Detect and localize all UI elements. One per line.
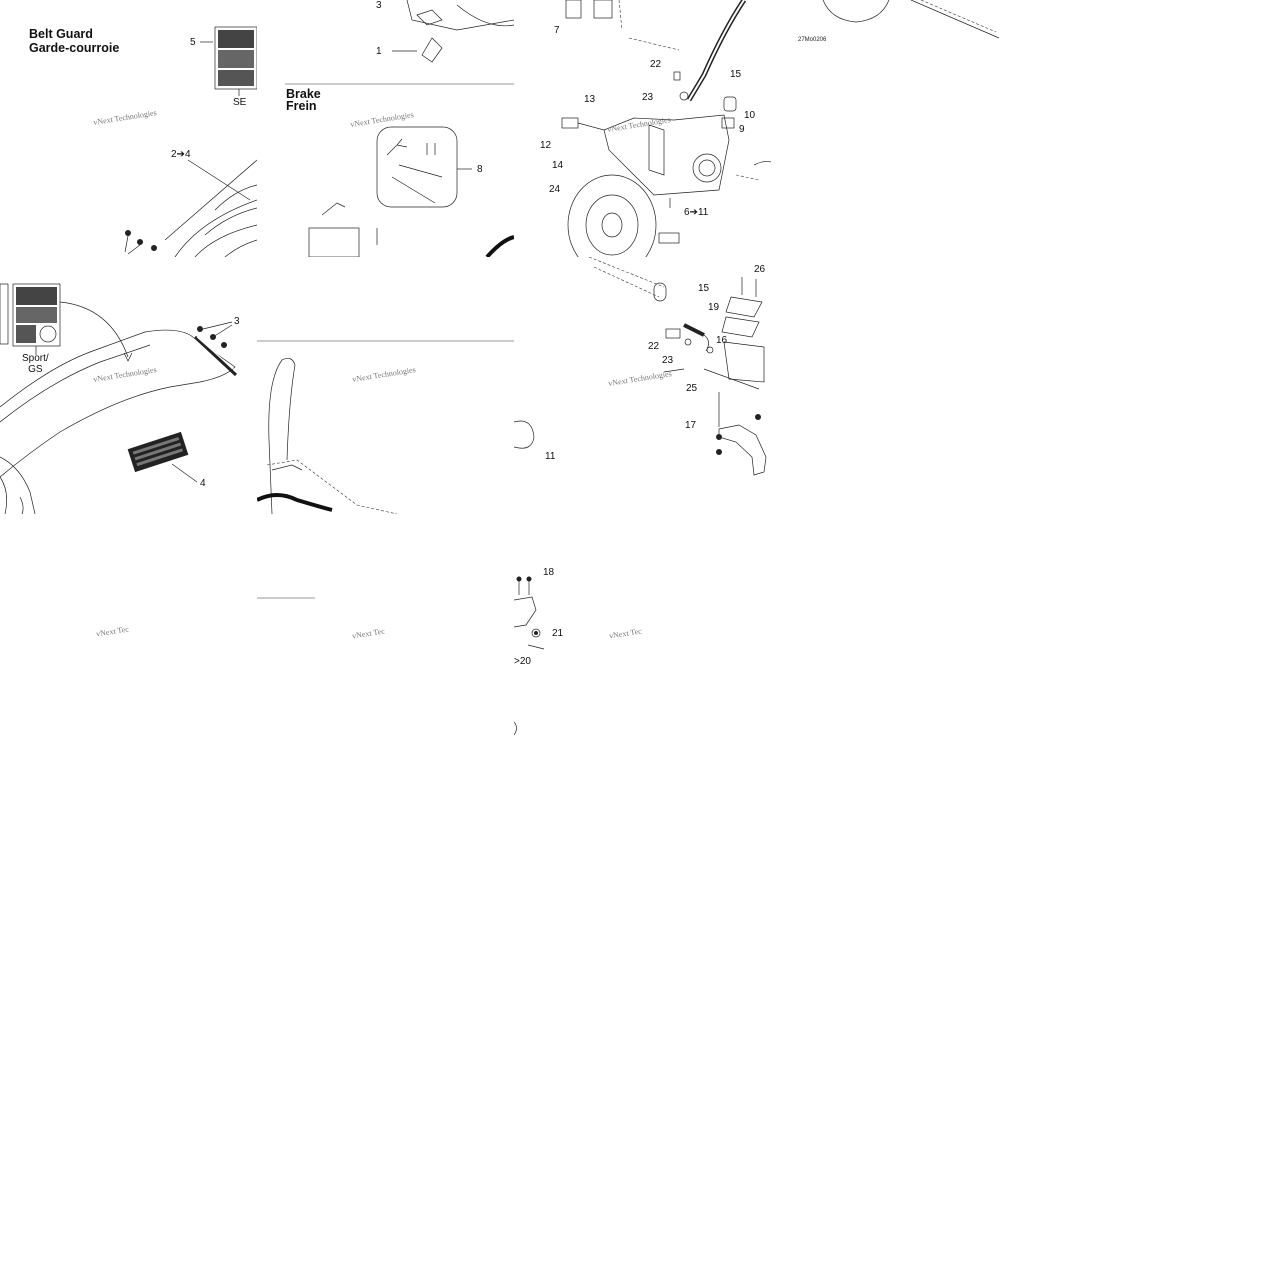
belt-guard-title-en: Belt Guard <box>29 27 93 41</box>
belt-guard-tile-upper: 3 1 <box>257 0 514 85</box>
callout-10: 10 <box>744 110 756 121</box>
callout-6-11: 6➔11 <box>684 207 709 218</box>
callout-3-top: 3 <box>376 0 382 11</box>
belt-guard-drawing-upper <box>285 0 514 85</box>
watermark: vNext Tec <box>95 624 130 639</box>
belt-guard-tile-top: Belt Guard Garde-courroie 5 SE 2➔4 vNext… <box>0 0 257 257</box>
callout-23: 23 <box>642 92 654 103</box>
handlebar-drawing <box>257 340 514 514</box>
tile-row3-middle: vNext Tec <box>257 585 392 665</box>
belt-guard-drawing-lower <box>0 283 239 514</box>
callout-9: 9 <box>739 124 745 135</box>
callout-2-4: 2➔4 <box>171 149 191 160</box>
callout-11: 11 <box>545 451 556 462</box>
callout-4: 4 <box>200 478 206 489</box>
row3-middle-rule <box>257 597 315 599</box>
callout-12: 12 <box>540 140 552 151</box>
brake-title-fr: Frein <box>286 99 317 113</box>
clamp-drawing <box>514 576 545 736</box>
brake-pad-drawing <box>308 126 514 257</box>
brake-tile-pads: Brake Frein 8 vNext Technologies <box>257 85 514 257</box>
callout-20: >20 <box>514 656 531 667</box>
callout-23b: 23 <box>662 355 674 366</box>
callout-1: 1 <box>376 46 382 57</box>
callout-22: 22 <box>650 59 662 70</box>
brake-tile-master-cylinder: 26 15 19 16 22 23 25 17 11 vNext Technol… <box>514 257 771 514</box>
brake-tile-caliper: 7 22 15 23 13 10 9 12 14 24 6➔11 vNext T… <box>514 0 771 257</box>
callout-19: 19 <box>708 302 720 313</box>
callout-15: 15 <box>730 69 742 80</box>
callout-8: 8 <box>477 164 483 175</box>
callout-sport-gs: Sport/ GS <box>22 353 49 375</box>
callout-25: 25 <box>686 383 698 394</box>
callout-13: 13 <box>584 94 596 105</box>
brake-tile-handlebar: vNext Technologies <box>257 340 514 514</box>
brake-title-en: Brake <box>286 87 321 101</box>
callout-24: 24 <box>549 184 561 195</box>
callout-se: SE <box>233 97 247 108</box>
callout-14: 14 <box>552 160 564 171</box>
belt-guard-title-fr: Garde-courroie <box>29 41 120 55</box>
callout-22b: 22 <box>648 341 660 352</box>
disc-edge-drawing <box>822 0 1000 39</box>
tile-row3-left: vNext Tec <box>80 618 135 663</box>
drawing-code: 27Mo0206 <box>798 37 827 43</box>
brake-tile-clamp: 18 21 >20 vNext Tec <box>514 565 649 740</box>
brake-tile-disc-edge: 27Mo0206 <box>771 0 1001 45</box>
callout-16: 16 <box>716 335 728 346</box>
callout-17: 17 <box>685 420 697 431</box>
caliper-drawing <box>561 0 771 257</box>
callout-26: 26 <box>754 264 766 275</box>
belt-guard-tile-lower: 3 Sport/ GS 4 vNext Technologies <box>0 257 257 514</box>
callout-5: 5 <box>190 37 196 48</box>
callout-21: 21 <box>552 628 564 639</box>
callout-15b: 15 <box>698 283 710 294</box>
callout-7: 7 <box>554 25 560 36</box>
belt-guard-drawing-top <box>124 26 257 257</box>
callout-18: 18 <box>543 567 555 578</box>
callout-3: 3 <box>234 316 240 327</box>
master-cylinder-drawing <box>514 257 767 476</box>
